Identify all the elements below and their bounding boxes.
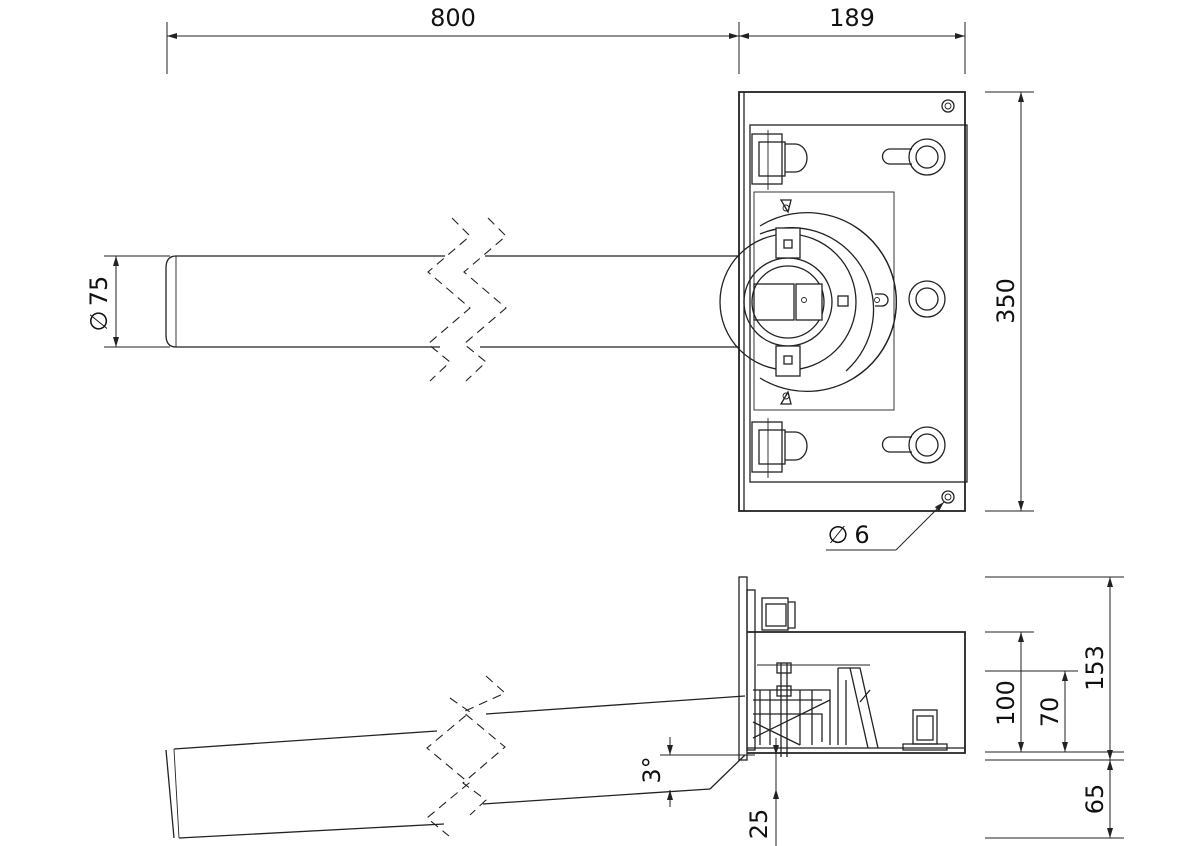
dim-label-800: 800 [430,4,476,32]
dim-label-153: 153 [1081,645,1109,691]
dim-label-3-deg: 3° [638,756,666,783]
dim-label-350: 350 [992,278,1020,324]
dimension-70: 70 [985,670,1078,752]
diameter-symbol: ∅ [85,311,113,332]
dim-label-189: 189 [829,4,875,32]
dim-label-100: 100 [992,680,1020,726]
mount-hole-bottom [941,490,955,504]
box-side [738,576,966,761]
dim-label-25: 25 [745,809,773,840]
pipe-side [165,675,746,839]
side-view: 3° 25 153 100 70 [165,576,1124,846]
dimension-box-width: 189 [739,4,966,74]
dimension-65: 65 [985,760,1124,839]
dimension-pipe-length: 800 [166,4,740,74]
dimension-153: 153 [985,576,1124,760]
boss-middle [874,280,946,318]
dim-label-75: 75 [85,276,113,307]
dim-label-6: 6 [854,521,869,549]
dimension-pipe-diameter: ∅ 75 [85,255,170,348]
dim-label-65: 65 [1081,784,1109,815]
dimension-box-height: 350 [985,91,1034,512]
dimension-100: 100 [985,631,1124,761]
dimension-angle: 3° [638,737,755,807]
box-top [719,91,968,512]
rotary-mechanism [719,199,897,405]
boss-lower [881,426,946,464]
boss-upper [881,138,946,176]
dim-label-70: 70 [1036,697,1064,728]
top-view: 800 189 350 ∅ 75 [85,4,1034,551]
dimension-25: 25 [745,738,779,846]
pipe-top [165,217,738,382]
clamp-lower [751,418,808,478]
clamp-upper [751,130,808,190]
mount-hole-top [941,99,955,113]
diameter-symbol-hole: ∅ [828,521,849,549]
hole-callout: ∅ 6 [826,501,945,551]
